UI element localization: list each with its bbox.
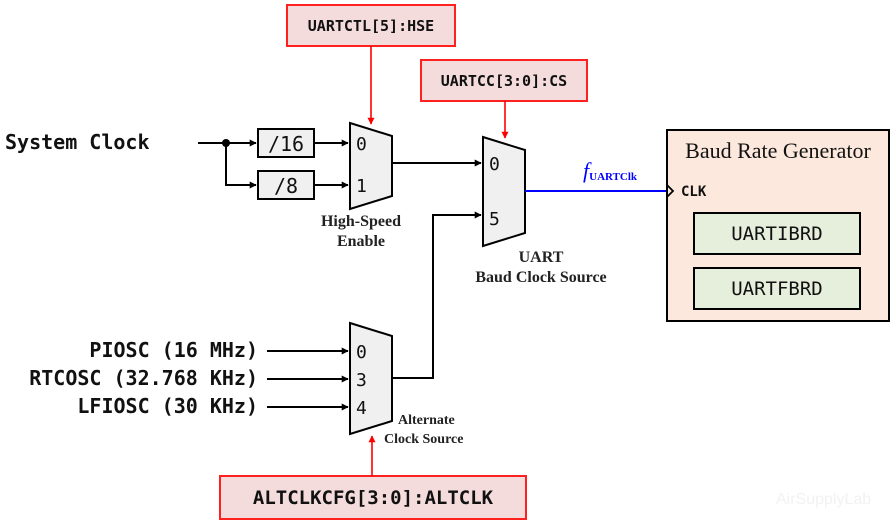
baud-clock-mux: 0 5 <box>482 135 526 248</box>
divider-8-label: /8 <box>274 174 298 198</box>
divider-8-box: /8 <box>257 170 315 200</box>
cs-register-label: UARTCC[3:0]:CS <box>441 72 567 90</box>
watermark: AirSupplyLab <box>776 491 871 508</box>
uartibrd-register: UARTIBRD <box>693 212 861 255</box>
cs-control-register: UARTCC[3:0]:CS <box>420 59 588 102</box>
hse-mux-port-1: 1 <box>356 176 367 197</box>
divider-16-label: /16 <box>268 132 304 156</box>
div8-branch-wire <box>225 143 257 189</box>
baud-mux-caption-line2: Baud Clock Source <box>475 269 606 286</box>
divider-16-box: /16 <box>257 128 315 158</box>
alt-mux-port-0: 0 <box>356 342 367 363</box>
hse-mux-caption-line2: Enable <box>337 233 385 250</box>
hse-register-label: UARTCTL[5]:HSE <box>308 17 434 35</box>
system-clock-label: System Clock <box>5 130 150 154</box>
alternate-clock-mux: 0 3 4 <box>349 321 393 436</box>
alt-mux-port-3: 3 <box>356 370 367 391</box>
alt-mux-caption-line2: Clock Source <box>384 432 463 447</box>
uartfbrd-label: UARTFBRD <box>731 278 823 300</box>
alt-to-baud-mux-wire <box>392 211 482 379</box>
uartfbrd-register: UARTFBRD <box>693 267 861 310</box>
altclk-control-register: ALTCLKCFG[3:0]:ALTCLK <box>219 475 527 520</box>
baud-rate-generator: Baud Rate Generator CLK UARTIBRD UARTFBR… <box>666 129 890 322</box>
alt-mux-port-4: 4 <box>356 398 367 419</box>
alt-mux-caption-line1: Alternate <box>398 413 455 428</box>
baud-mux-port-0: 0 <box>489 154 500 175</box>
baud-mux-caption-line1: UART <box>519 249 564 266</box>
clk-port-label: CLK <box>681 184 707 200</box>
hse-mux: 0 1 <box>349 121 393 211</box>
clk-input-triangle-icon <box>666 184 675 198</box>
baud-generator-title: Baud Rate Generator <box>685 138 871 163</box>
baud-mux-port-5: 5 <box>489 209 500 230</box>
hse-mux-port-0: 0 <box>356 134 367 155</box>
uartibrd-label: UARTIBRD <box>731 223 823 245</box>
rtcosc-label: RTCOSC (32.768 KHz) <box>29 366 258 390</box>
lfiosc-label: LFIOSC (30 KHz) <box>77 394 258 418</box>
altclk-register-label: ALTCLKCFG[3:0]:ALTCLK <box>253 487 494 509</box>
hse-mux-caption-line1: High-Speed <box>321 213 401 230</box>
uart-clock-signal-label: fUARTClk <box>583 158 638 183</box>
piosc-label: PIOSC (16 MHz) <box>89 338 258 362</box>
hse-control-register: UARTCTL[5]:HSE <box>286 4 456 47</box>
